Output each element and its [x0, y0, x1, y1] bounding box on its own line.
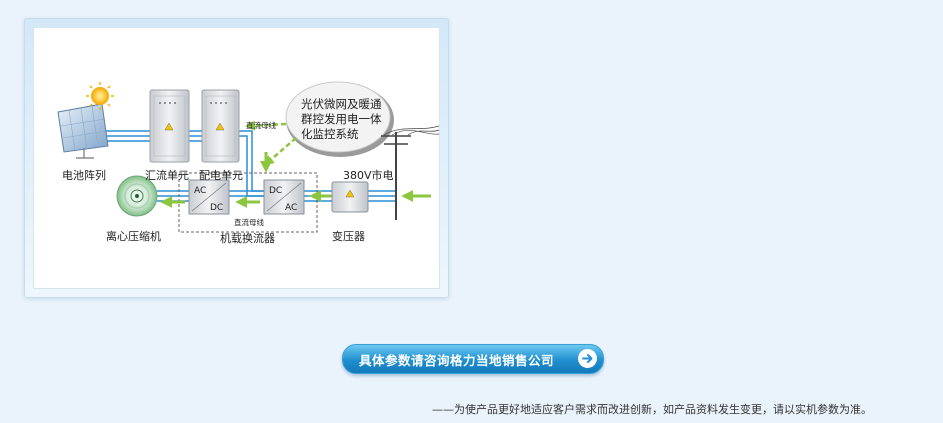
combiner-label: 汇流单元 — [145, 168, 189, 182]
inverter-unit: AC DC — [188, 179, 230, 215]
rectifier-ac-label: AC — [285, 203, 297, 213]
dc-bus-top-label: 直流母线 — [246, 120, 276, 130]
arrow-right-icon — [578, 349, 597, 368]
compressor-label: 离心压缩机 — [106, 229, 161, 243]
grid-label: 380V市电 — [343, 168, 394, 182]
rectifier-dc-label: DC — [269, 186, 282, 196]
callout-line-3: 化监控系统 — [301, 127, 359, 141]
consult-sales-button[interactable]: 具体参数请咨询格力当地销售公司 — [342, 344, 604, 374]
solar-panel — [57, 103, 109, 159]
signal-arrows — [245, 120, 297, 166]
monitoring-callout: 光伏微网及暖通 群控发用电一体 化监控系统 — [285, 81, 394, 157]
inverter-dc-label: DC — [210, 203, 223, 213]
callout-line-1: 光伏微网及暖通 — [301, 97, 382, 111]
battery-label: 电池阵列 — [62, 168, 106, 182]
distribution-label: 配电单元 — [199, 169, 243, 182]
combiner-cabinet — [149, 89, 190, 163]
system-diagram: 光伏微网及暖通 群控发用电一体 化监控系统 AC — [57, 81, 439, 245]
utility-pole — [381, 125, 439, 220]
dc-bus-bottom-label: 直流母线 — [234, 217, 264, 227]
callout-line-2: 群控发用电一体 — [301, 112, 382, 126]
diagram-panel: 光伏微网及暖通 群控发用电一体 化监控系统 AC — [33, 27, 440, 289]
transformer-label: 变压器 — [332, 229, 365, 243]
compressor-unit — [116, 175, 158, 217]
consult-sales-label: 具体参数请咨询格力当地销售公司 — [359, 353, 555, 368]
inverter-ac-label: AC — [194, 186, 206, 196]
diagram-frame: 光伏微网及暖通 群控发用电一体 化监控系统 AC — [24, 18, 449, 298]
converter-boundary — [178, 172, 318, 233]
flow-arrows — [160, 152, 431, 208]
footnote-text: ——为使产品更好地适应客户需求而改进创新，如产品资料发生变更，请以实机参数为准。 — [432, 403, 872, 416]
rectifier-unit: DC AC — [263, 179, 305, 215]
converter-label: 机载换流器 — [220, 231, 275, 245]
distribution-cabinet — [201, 89, 240, 163]
sun-icon — [86, 82, 114, 110]
transformer-unit — [331, 181, 369, 213]
